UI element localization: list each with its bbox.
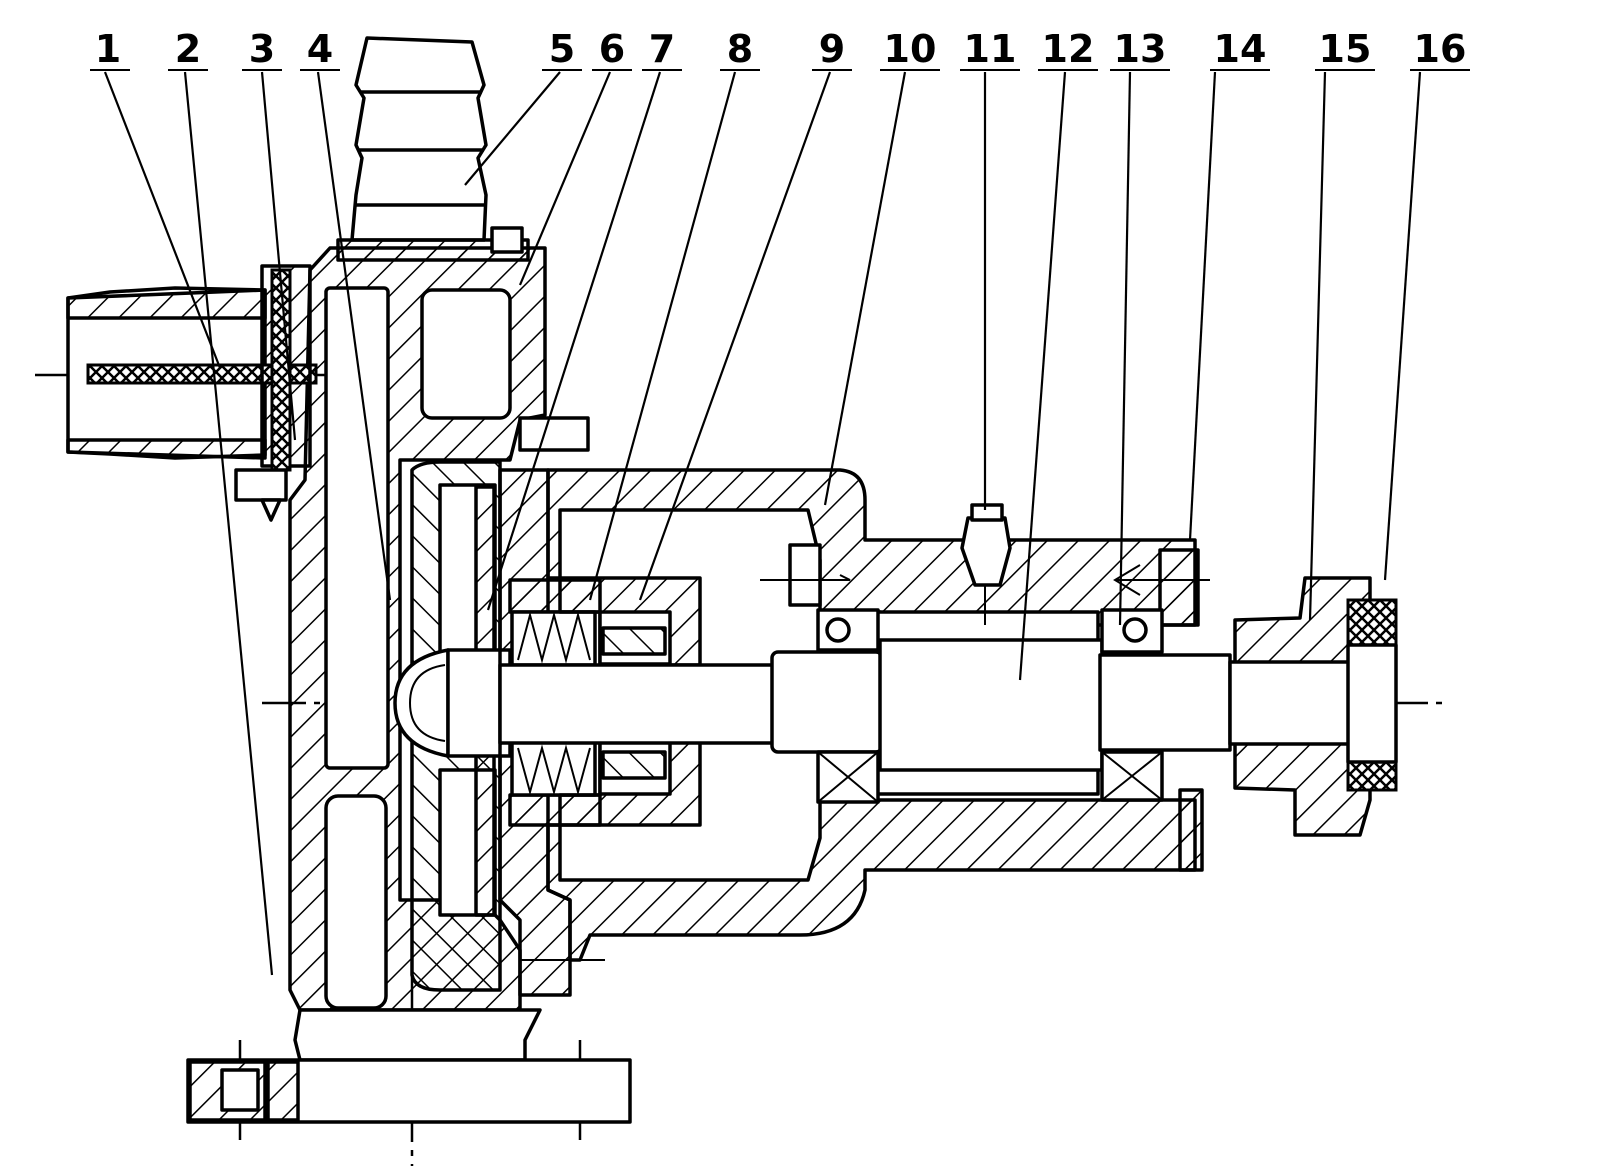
grease-nipple: [960, 516, 1012, 587]
inlet-gasket: [270, 268, 292, 472]
impeller-nut: [393, 648, 450, 758]
casing-cavity-upper: [420, 288, 512, 420]
outlet-nozzle: [350, 36, 488, 242]
bracket-bolt-left: [788, 543, 822, 607]
part-labels: 1 2 3 4 5 6 7 8 9 10 11 12 13 14 15 16: [90, 27, 1470, 71]
bearing-rear: [1100, 608, 1164, 802]
label-12: 12: [1042, 27, 1095, 71]
label-6: 6: [599, 27, 625, 71]
label-8: 8: [727, 27, 753, 71]
inlet-filter-rod: [86, 363, 318, 385]
label-16: 16: [1414, 27, 1467, 71]
top-bolt: [490, 226, 524, 254]
casing-cavity-lower: [324, 794, 388, 1010]
label-9: 9: [819, 27, 845, 71]
label-13: 13: [1114, 27, 1167, 71]
back-plate-bolt: [518, 416, 590, 452]
base-plate: [186, 1008, 632, 1124]
label-10: 10: [884, 27, 937, 71]
inlet-flange: [234, 264, 312, 522]
coupling-ring-bottom: [1346, 760, 1398, 792]
label-15: 15: [1319, 27, 1372, 71]
bearing-front: [816, 608, 880, 804]
pump-casing: [288, 226, 547, 1012]
label-14: 14: [1214, 27, 1267, 71]
label-2: 2: [175, 27, 201, 71]
label-3: 3: [249, 27, 275, 71]
impeller: [393, 460, 512, 992]
label-1: 1: [95, 27, 121, 71]
pump-shaft: [498, 638, 1232, 772]
coupling: [1228, 576, 1398, 837]
inlet-bolt: [234, 468, 288, 502]
leader-lines: [103, 71, 1422, 976]
casing-volute-channel: [324, 286, 390, 770]
label-11: 11: [964, 27, 1017, 71]
coupling-ring-top: [1346, 598, 1398, 647]
label-7: 7: [649, 27, 675, 71]
label-5: 5: [549, 27, 575, 71]
label-4: 4: [307, 27, 333, 71]
